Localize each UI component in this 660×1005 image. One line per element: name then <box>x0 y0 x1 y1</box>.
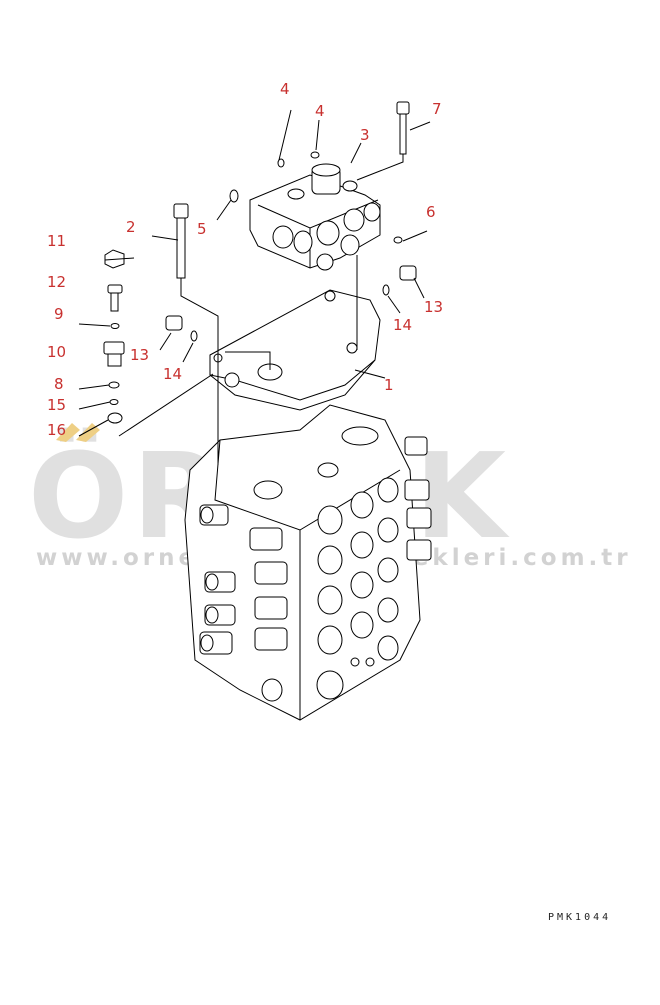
plug-13b <box>399 265 417 281</box>
callout-1: 1 <box>384 376 394 394</box>
cover-plate <box>209 289 381 411</box>
main-valve-body <box>184 404 432 721</box>
upper-valve-block <box>249 163 381 271</box>
callout-4b: 4 <box>315 102 325 120</box>
leader-lines <box>78 109 431 437</box>
callout-12: 12 <box>47 273 66 291</box>
oring-14a <box>190 330 198 342</box>
callout-14b: 14 <box>393 316 412 334</box>
oring-4b <box>310 151 320 159</box>
ring-15 <box>109 399 119 405</box>
callout-4a: 4 <box>280 80 290 98</box>
callout-3: 3 <box>360 126 370 144</box>
screw-12 <box>107 284 123 294</box>
callout-5: 5 <box>197 220 207 238</box>
callout-7: 7 <box>432 100 442 118</box>
bolt-2 <box>173 203 189 279</box>
washer-16 <box>107 412 123 424</box>
callout-9: 9 <box>54 305 64 323</box>
oring-14b <box>382 284 390 296</box>
ring-9 <box>110 323 120 329</box>
callout-10: 10 <box>47 343 66 361</box>
callout-labels: 4 4 3 7 5 6 2 11 12 9 10 8 15 16 13 14 1… <box>47 80 443 439</box>
watermark-accent <box>56 423 80 442</box>
bolt-7 <box>396 101 410 155</box>
callout-6: 6 <box>426 203 436 221</box>
callout-2: 2 <box>126 218 136 236</box>
callout-13b: 13 <box>424 298 443 316</box>
callout-13a: 13 <box>130 346 149 364</box>
small-parts <box>103 151 417 424</box>
callout-8: 8 <box>54 375 64 393</box>
oring-5 <box>229 189 239 203</box>
plug-13a <box>165 315 183 331</box>
callout-14a: 14 <box>163 365 182 383</box>
oring-4a <box>277 158 285 168</box>
callout-16: 16 <box>47 421 66 439</box>
callout-15: 15 <box>47 396 66 414</box>
callout-11: 11 <box>47 232 66 250</box>
oring-6 <box>393 236 403 244</box>
assembly-lines <box>118 154 404 465</box>
drawing-code: PMK1044 <box>548 912 611 923</box>
ring-8 <box>108 381 120 389</box>
plug-10 <box>103 341 125 355</box>
